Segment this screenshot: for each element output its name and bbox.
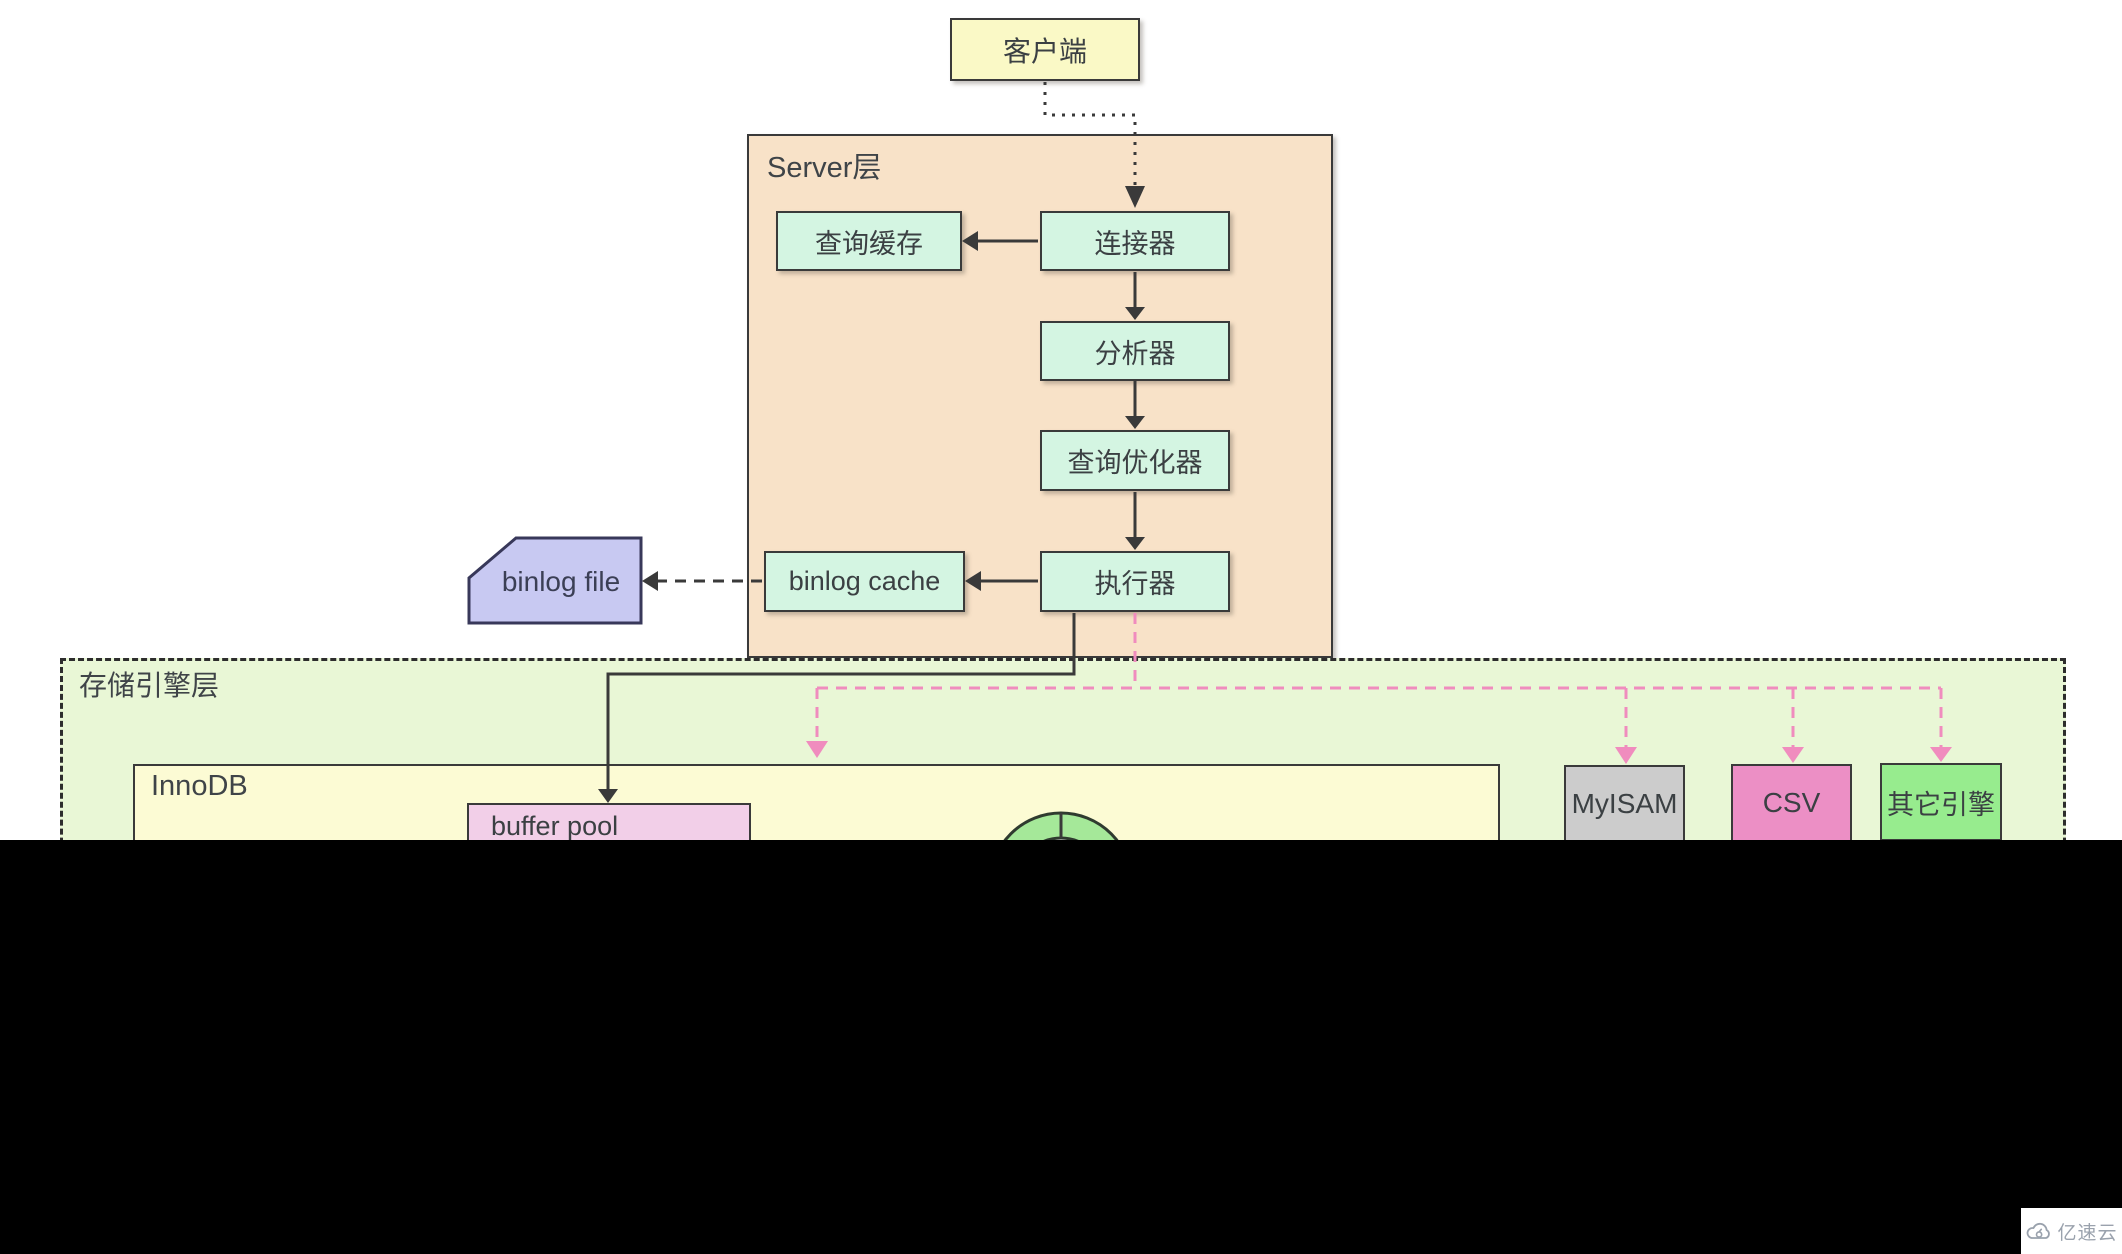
node-analyzer: 分析器 [1040, 321, 1230, 381]
node-query-cache-label: 查询缓存 [815, 228, 923, 259]
node-executor-label: 执行器 [1094, 569, 1176, 599]
arrowhead-binlog-cache-to-binlog-file [642, 571, 658, 591]
storage-layer-label: 存储引擎层 [79, 670, 220, 701]
watermark-badge: 亿速云 [2021, 1208, 2122, 1254]
node-binlog-file-label: binlog file [501, 566, 621, 597]
watermark-text: 亿速云 [2057, 1222, 2118, 1244]
node-binlog-cache: binlog cache [764, 551, 965, 612]
node-query-optimizer: 查询优化器 [1040, 430, 1230, 491]
node-myisam: MyISAM [1564, 765, 1685, 843]
node-connector-label: 连接器 [1094, 228, 1176, 259]
node-csv: CSV [1731, 764, 1852, 842]
node-client-label: 客户端 [1002, 35, 1087, 67]
black-mask [0, 840, 2122, 1254]
node-other-engines-label: 其它引擎 [1887, 789, 1995, 820]
node-binlog-file: binlog file [486, 562, 636, 602]
node-query-optimizer-label: 查询优化器 [1067, 448, 1203, 478]
node-client: 客户端 [950, 18, 1140, 81]
server-layer-label: Server层 [767, 152, 882, 184]
cloud-icon [2027, 1222, 2051, 1239]
node-myisam-label: MyISAM [1571, 788, 1678, 819]
node-connector: 连接器 [1040, 211, 1230, 271]
node-query-cache: 查询缓存 [776, 211, 962, 271]
node-other-engines: 其它引擎 [1880, 763, 2002, 841]
node-buffer-pool-label: buffer pool [491, 811, 619, 841]
node-csv-label: CSV [1762, 787, 1821, 818]
node-innodb-label: InnoDB [151, 770, 248, 802]
node-binlog-cache-label: binlog cache [788, 566, 941, 596]
node-executor: 执行器 [1040, 551, 1230, 612]
node-analyzer-label: 分析器 [1094, 338, 1176, 369]
